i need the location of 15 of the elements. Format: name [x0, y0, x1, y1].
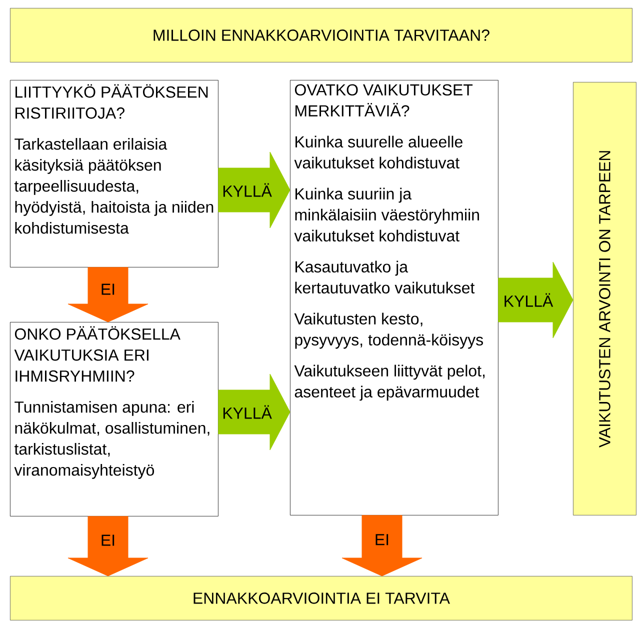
edge-label: EI [373, 533, 391, 546]
edge-label: KYLLÄ [221, 182, 273, 198]
heading-banner: MILLOIN ENNAKKOARVIOINTIA TARVITAAN? [10, 8, 632, 62]
edge-label: KYLLÄ [502, 292, 554, 308]
edge-label: EI [99, 282, 117, 296]
question-box: OVATKO VAIKUTUKSET MERKITTÄVIÄ? Kuinka suurelle alueelle vaikutukset kohdistuvat Kuinka suuriin ja minkälaisiin väestöryhmiin vaikutukset kohdistuvat Kasautuvatko ja kertautuvatko vaikutukset Vaikutusten kesto, pysyvyys, todennä-köisyys Vaikutukseen liittyvät pelot, asenteet ja epävarmuudet [290, 80, 498, 516]
edge-label: EI [99, 534, 117, 547]
edge-label: KYLLÄ [221, 404, 273, 420]
result-banner: VAIKUTUSTEN ARVOINTI ON TARPEEN [573, 82, 636, 516]
heading-banner: ENNAKKOARVIOINTIA EI TARVITA [10, 576, 632, 620]
block-arrow [68, 267, 148, 322]
block-arrow [342, 515, 422, 576]
question-box: LIITTYYKÖ PÄÄTÖKSEEN RISTIRIITOJA? Tarkastellaan erilaisia käsityksiä päätöksen tarpeellisuudesta, hyödyistä, haitoista ja niiden kohdistumisesta [10, 80, 218, 268]
question-box: ONKO PÄÄTÖKSELLA VAIKUTUKSIA ERI IHMISRYHMIIN? Tunnistamisen apuna: eri näkökulmat, osallistuminen, tarkistuslistat, viranomaisyhteistyö [10, 322, 218, 516]
block-arrow [68, 516, 148, 576]
